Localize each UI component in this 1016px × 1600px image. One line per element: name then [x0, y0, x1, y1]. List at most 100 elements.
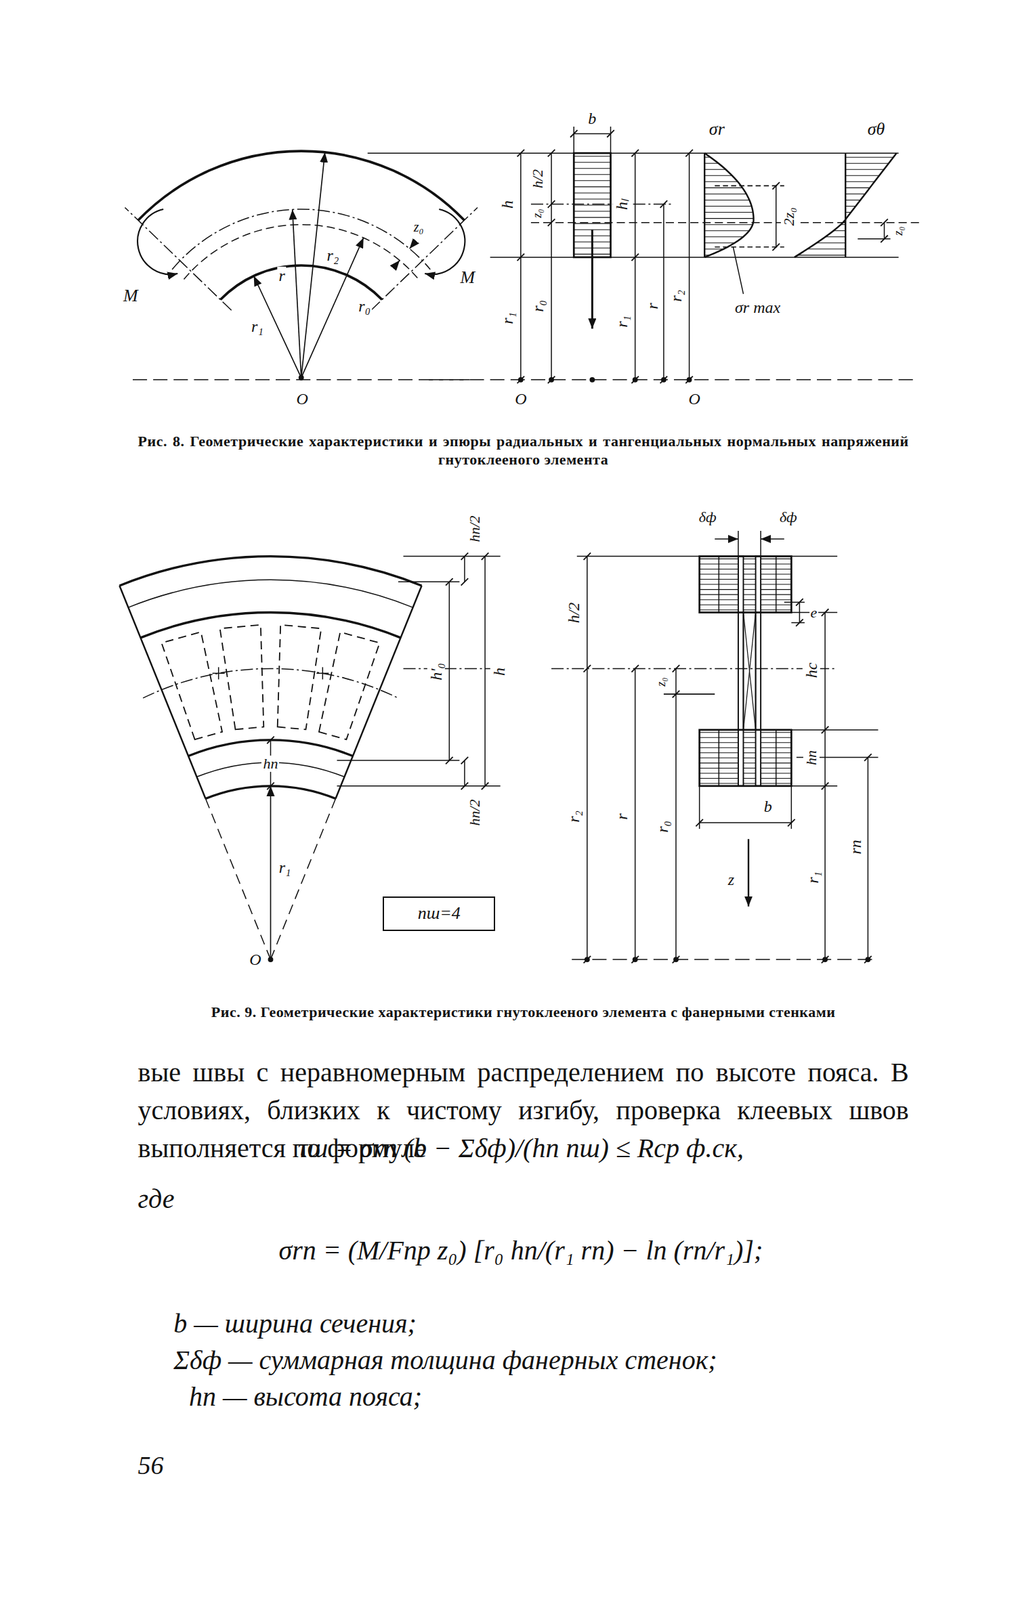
dimension-tick — [631, 665, 639, 673]
dimension-tick — [772, 243, 780, 252]
moment-arrow — [137, 209, 178, 275]
hatch-line — [704, 242, 735, 244]
drawing-line — [336, 785, 500, 788]
dimension-tick — [631, 376, 639, 385]
hatch-line — [845, 175, 880, 177]
drawing-line — [737, 531, 739, 557]
hatch-line — [573, 180, 611, 181]
hatch-line — [573, 204, 611, 206]
arc-line — [128, 579, 413, 608]
drawing-line — [336, 759, 460, 762]
hatch-line — [704, 254, 710, 256]
text-line: b — ширина сечения; — [173, 1309, 417, 1340]
dimension-arrow — [760, 538, 785, 540]
hatch-line — [573, 186, 611, 187]
drawing-line — [663, 693, 715, 695]
dimension-line — [883, 222, 886, 240]
drawing-line — [577, 556, 838, 558]
dimension-label: r₁ — [277, 858, 293, 877]
hatch-line — [743, 568, 756, 570]
dimension-label: b — [762, 797, 774, 816]
dimension-tick — [583, 956, 592, 964]
dimension-tick — [821, 956, 830, 964]
hatch-line — [833, 230, 846, 231]
arc-line — [183, 224, 418, 280]
dimension-line — [449, 581, 451, 761]
hatch-line — [825, 236, 846, 238]
hatch-line — [845, 218, 846, 219]
dimension-line — [484, 556, 486, 787]
plywood-wall — [755, 556, 762, 787]
drawing-line — [791, 622, 805, 624]
dimension-label: r — [643, 302, 662, 311]
drawing-group — [119, 126, 919, 964]
hatch-line — [743, 584, 756, 586]
hatch-line — [845, 205, 856, 207]
dimension-tick — [821, 726, 830, 735]
direction-arrow — [747, 839, 750, 907]
dimension-label: hп/2 — [466, 514, 483, 544]
dimension-tick — [631, 254, 639, 262]
drawing-line — [714, 185, 785, 187]
dimension-label: O — [295, 390, 310, 408]
hatch-line — [845, 169, 884, 171]
dimension-tick — [864, 956, 872, 964]
dimension-label: z₀ — [531, 207, 546, 219]
hatch-line — [743, 752, 756, 754]
dimension-tick — [672, 690, 681, 699]
center-mark — [218, 667, 220, 680]
radius-arrow — [301, 237, 364, 378]
hatch-line — [704, 248, 724, 250]
dimension-line — [520, 153, 522, 380]
dimension-tick — [570, 130, 578, 138]
hatch-line — [704, 163, 719, 164]
web-outline — [277, 625, 322, 730]
dimension-dot — [661, 377, 667, 383]
hatch-line — [704, 236, 744, 238]
dimension-tick — [660, 376, 668, 385]
dimension-tick — [821, 608, 830, 617]
hatch-line — [743, 742, 756, 744]
dimension-label: z₀ — [412, 219, 426, 235]
hatch-line — [573, 155, 611, 157]
hatch-line — [573, 211, 611, 213]
dimension-label: r — [612, 812, 631, 821]
radius-arrow — [292, 209, 302, 378]
dimension-tick — [517, 149, 525, 158]
radius-arrow — [301, 152, 326, 378]
dimension-tick — [631, 149, 639, 158]
dimension-dot — [632, 377, 639, 383]
dimension-label: r₂ — [325, 246, 341, 265]
drawing-line — [791, 729, 878, 731]
dimension-line — [775, 185, 777, 247]
dimension-dot — [673, 957, 679, 963]
hatch-line — [743, 579, 756, 580]
drawing-line — [714, 246, 785, 248]
hatch-line — [704, 212, 754, 213]
dimension-dot — [686, 377, 693, 383]
dimension-label: h'₀ — [427, 661, 446, 682]
radius-arrow — [392, 260, 400, 269]
hatch-line — [845, 181, 875, 183]
dimension-dot — [589, 377, 595, 383]
dimension-label: hп — [261, 755, 280, 773]
dimension-label: σθ — [866, 119, 887, 140]
stress-curve — [794, 153, 897, 258]
drawing-line — [791, 785, 838, 788]
dimension-tick — [461, 552, 469, 561]
dimension-tick — [660, 200, 668, 208]
hatch-line — [743, 609, 756, 611]
dimension-label: r₀ — [356, 297, 372, 315]
dimension-tick — [787, 819, 796, 828]
dimension-label: hₗ — [612, 197, 631, 212]
hatch-line — [743, 589, 756, 590]
drawing-line — [718, 556, 721, 613]
dimension-label: M — [459, 268, 477, 288]
dimension-label: h/2 — [529, 167, 546, 190]
dimension-tick — [695, 819, 704, 828]
dimension-label: M — [121, 286, 140, 307]
hatch-line — [743, 732, 756, 733]
drawing-line — [775, 556, 777, 613]
drawing-line — [551, 668, 838, 670]
stress-axis — [703, 153, 706, 258]
